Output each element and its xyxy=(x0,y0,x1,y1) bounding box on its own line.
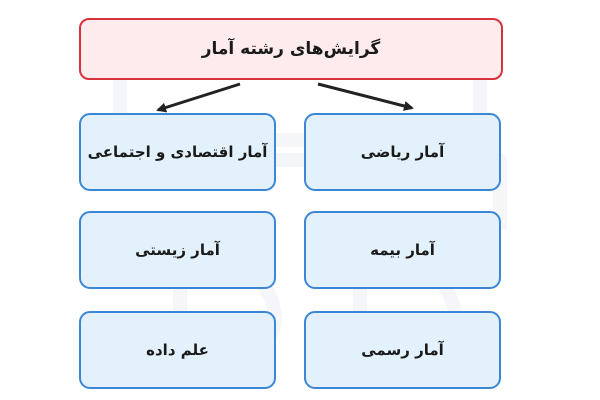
arrow-to-econ xyxy=(156,82,241,113)
node-insurance-statistics: آمار بیمه xyxy=(304,211,501,289)
node-math-statistics: آمار ریاضی xyxy=(304,113,501,191)
node-economic-social-statistics: آمار اقتصادی و اجتماعی xyxy=(79,113,276,191)
node-label: آمار ریاضی xyxy=(360,143,445,161)
diagram-title: گرایش‌های رشته آمار xyxy=(201,39,381,59)
node-data-science: علم داده xyxy=(79,311,276,389)
node-label: آمار اقتصادی و اجتماعی xyxy=(87,143,268,161)
node-label: علم داده xyxy=(146,341,209,359)
node-official-statistics: آمار رسمی xyxy=(304,311,501,389)
node-biostatistics: آمار زیستی xyxy=(79,211,276,289)
node-label: آمار رسمی xyxy=(361,341,444,359)
arrow-to-math xyxy=(317,82,414,111)
node-label: آمار زیستی xyxy=(135,241,220,259)
node-label: آمار بیمه xyxy=(370,241,435,259)
diagram-title-box: گرایش‌های رشته آمار xyxy=(79,18,503,80)
